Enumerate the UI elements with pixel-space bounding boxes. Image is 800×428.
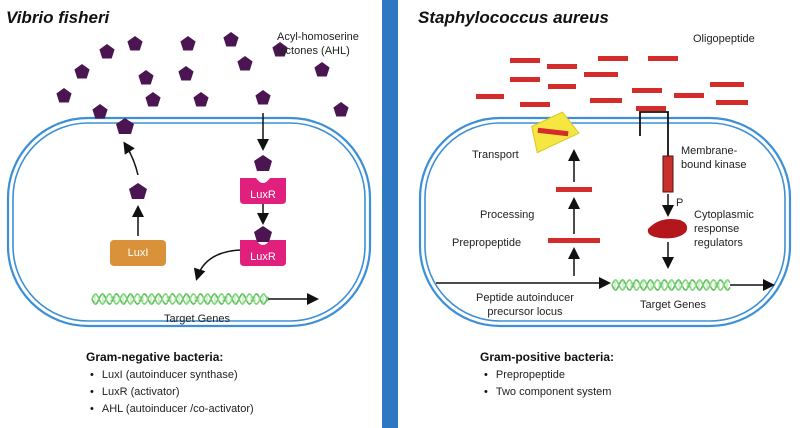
oligopeptide-label: Oligopeptide <box>693 33 755 45</box>
left-bullet-item: LuxI (autoinducer synthase) <box>90 367 254 384</box>
response-regulator <box>647 219 688 239</box>
oligopeptide <box>710 82 744 87</box>
ahl-molecule <box>56 88 72 103</box>
luxi-label: LuxI <box>127 247 149 259</box>
right-cell-membrane <box>418 116 792 328</box>
ahl-molecule <box>74 64 90 79</box>
oligopeptide <box>636 106 666 111</box>
luxr-bottom-label: LuxR <box>250 251 276 263</box>
prepropeptide-bar <box>548 238 600 243</box>
oligopeptide <box>590 98 622 103</box>
transport-label: Transport <box>472 149 519 161</box>
ahl-molecule <box>145 92 161 107</box>
ahl-molecule <box>178 66 194 81</box>
oligopeptide <box>716 100 748 105</box>
right-panel-title: Staphylococcus aureus <box>418 8 609 27</box>
target-genes-dna-right <box>611 279 731 291</box>
oligopeptide <box>674 93 704 98</box>
ahl-molecule <box>223 32 239 47</box>
right-heading: Gram-positive bacteria: <box>480 350 615 364</box>
luxi-protein <box>110 240 166 266</box>
left-cell-membrane <box>6 116 372 328</box>
right-bullet-item: Two component system <box>484 384 612 401</box>
ahl-molecule <box>272 42 288 57</box>
oligopeptide <box>548 84 576 89</box>
ahl-molecule <box>138 70 154 85</box>
luxr-receptor-bottom <box>240 240 286 266</box>
luxr-top-label: LuxR <box>250 189 276 201</box>
processed-peptide <box>556 187 592 192</box>
oligopeptide <box>547 64 577 69</box>
arrow-luxr-to-dna <box>193 249 241 281</box>
left-target-genes-label: Target Genes <box>164 313 231 325</box>
precursor-locus-label: Peptide autoinducer precursor locus <box>476 292 574 318</box>
oligopeptide <box>510 58 540 63</box>
oligopeptide <box>598 56 628 61</box>
oligopeptide-fragments <box>476 56 748 111</box>
transporter-protein <box>531 111 580 154</box>
oligopeptide <box>648 56 678 61</box>
membrane-bound-kinase <box>662 155 674 193</box>
prepropeptide-label: Prepropeptide <box>452 237 522 249</box>
kinase-receptor-loop <box>639 111 669 158</box>
regulators-label: Cytoplasmic response regulators <box>694 209 754 249</box>
oligopeptide <box>476 94 504 99</box>
ahl-molecule <box>333 102 349 117</box>
ahl-molecule <box>92 104 108 119</box>
ahl-molecule <box>99 44 115 59</box>
oligopeptide <box>520 102 550 107</box>
ahl-molecule <box>255 90 271 105</box>
ahl-molecule <box>127 36 143 51</box>
ahl-molecules <box>56 32 349 119</box>
target-genes-dna-left <box>91 293 269 305</box>
right-target-genes-label: Target Genes <box>640 299 707 311</box>
ahl-molecule <box>314 62 330 77</box>
luxr-receptor-top <box>240 178 286 204</box>
ahl-membrane-molecule <box>116 118 134 134</box>
oligopeptide <box>632 88 662 93</box>
ahl-label: Acyl-homoserine lactones (AHL) <box>277 31 359 57</box>
left-bullet-item: LuxR (activator) <box>90 384 254 401</box>
ahl-molecule <box>237 56 253 71</box>
dna-strand <box>91 293 269 305</box>
left-bullet-item: AHL (autoinducer /co-activator) <box>90 401 254 418</box>
ahl-molecule <box>193 92 209 107</box>
ahl-molecule <box>180 36 196 51</box>
phospho-label: P <box>676 197 684 209</box>
ahl-cytoplasm-molecule <box>254 155 272 171</box>
left-bullet-list: LuxI (autoinducer synthase)LuxR (activat… <box>90 367 254 418</box>
arrow-ahl-export <box>123 141 139 176</box>
left-heading: Gram-negative bacteria: <box>86 350 224 364</box>
oligopeptide <box>510 77 540 82</box>
kinase-label: Membrane- bound kinase <box>681 145 747 171</box>
ahl-bound-luxr <box>254 226 272 242</box>
processing-label: Processing <box>480 209 535 221</box>
right-bullet-item: Prepropeptide <box>484 367 611 384</box>
right-bullet-list: PrepropeptideTwo component system <box>484 367 612 401</box>
ahl-intracellular-molecule <box>129 183 147 199</box>
oligopeptide <box>584 72 618 77</box>
left-panel-title: Vibrio fisheri <box>6 8 110 27</box>
panel-divider <box>382 0 398 428</box>
